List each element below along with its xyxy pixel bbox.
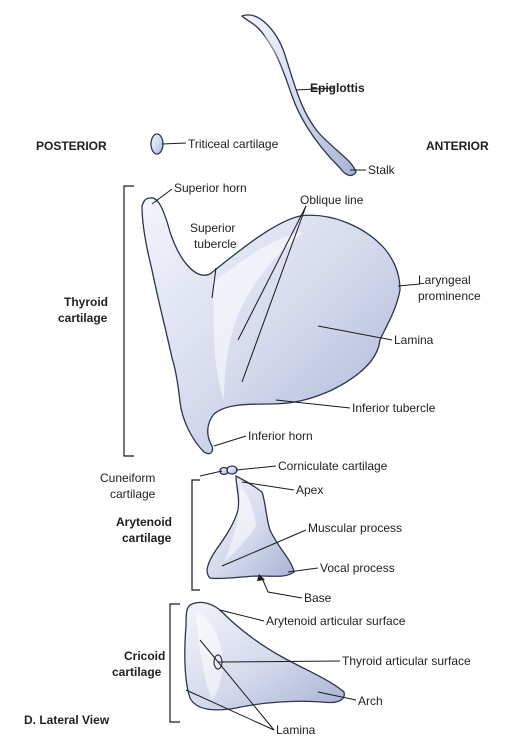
label-superior-tubercle-line1: Superior [190,221,235,235]
label-posterior: POSTERIOR [36,139,107,153]
thyroid-bracket [124,186,134,456]
label-arytenoid-line2: cartilage [122,531,172,545]
label-stalk: Stalk [368,163,396,177]
label-corniculate-cartilage: Corniculate cartilage [278,459,388,473]
corniculate-cartilage-shape [227,466,237,474]
thyroid-cartilage-shape [142,198,400,454]
label-thyroid-line1: Thyroid [64,295,108,309]
label-thyroid-line2: cartilage [58,311,108,325]
label-oblique-line: Oblique line [300,193,364,207]
label-cricoid-lamina: Lamina [276,723,316,737]
label-epiglottis: Epiglottis [310,81,365,95]
label-superior-horn: Superior horn [174,181,247,195]
label-cuneiform-line1: Cuneiform [100,471,155,485]
cricoid-bracket [170,604,180,722]
label-base: Base [304,591,332,605]
label-cricoid-line2: cartilage [112,665,162,679]
label-arch: Arch [358,694,383,708]
label-arytenoid-articular-surface: Arytenoid articular surface [266,614,406,628]
label-inferior-tubercle: Inferior tubercle [352,401,436,415]
label-muscular-process: Muscular process [308,521,402,535]
label-laryngeal-line1: Laryngeal [418,273,471,287]
label-thyroid-articular-surface: Thyroid articular surface [342,654,471,668]
view-title: D. Lateral View [24,713,110,727]
label-cricoid-line1: Cricoid [124,649,165,663]
label-thyroid-lamina: Lamina [394,333,434,347]
label-arytenoid-line1: Arytenoid [116,515,172,529]
label-anterior: ANTERIOR [426,139,489,153]
label-vocal-process: Vocal process [320,561,395,575]
triticeal-cartilage-shape [151,134,163,154]
epiglottis-shape [242,15,356,176]
label-triticeal-cartilage: Triticeal cartilage [188,137,279,151]
label-apex: Apex [296,483,323,497]
label-cuneiform-line2: cartilage [110,487,156,501]
label-laryngeal-line2: prominence [418,289,481,303]
arytenoid-bracket [192,480,200,590]
label-inferior-horn: Inferior horn [248,429,313,443]
label-superior-tubercle-line2: tubercle [194,237,237,251]
